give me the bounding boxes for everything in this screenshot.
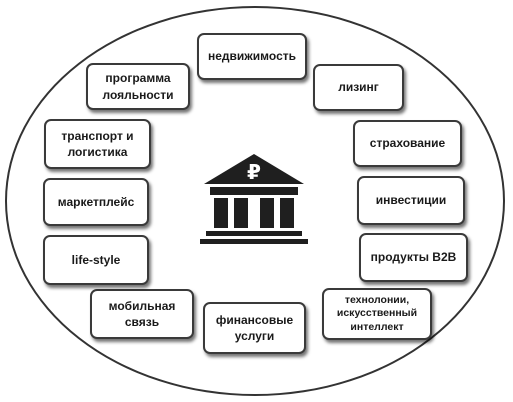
- node-investments: инвестиции: [357, 176, 465, 225]
- node-life-style: life-style: [43, 235, 149, 285]
- node-leasing: лизинг: [313, 64, 404, 111]
- node-technologies-ai: технолонии, искусственный интеллект: [322, 288, 432, 340]
- bank-ruble-icon: ₽: [200, 154, 308, 244]
- node-real-estate: недвижимость: [197, 33, 307, 80]
- node-transport-logistics: транспорт и логистика: [44, 119, 151, 169]
- node-insurance: страхование: [353, 120, 462, 167]
- node-b2b-products: продукты B2B: [359, 233, 468, 282]
- node-loyalty-program: программа лояльности: [86, 63, 190, 110]
- ruble-symbol: ₽: [247, 160, 261, 184]
- node-financial-services: финансовые услуги: [203, 302, 306, 354]
- node-marketplace: маркетплейс: [43, 178, 149, 226]
- node-mobile-communication: мобильная связь: [90, 289, 194, 339]
